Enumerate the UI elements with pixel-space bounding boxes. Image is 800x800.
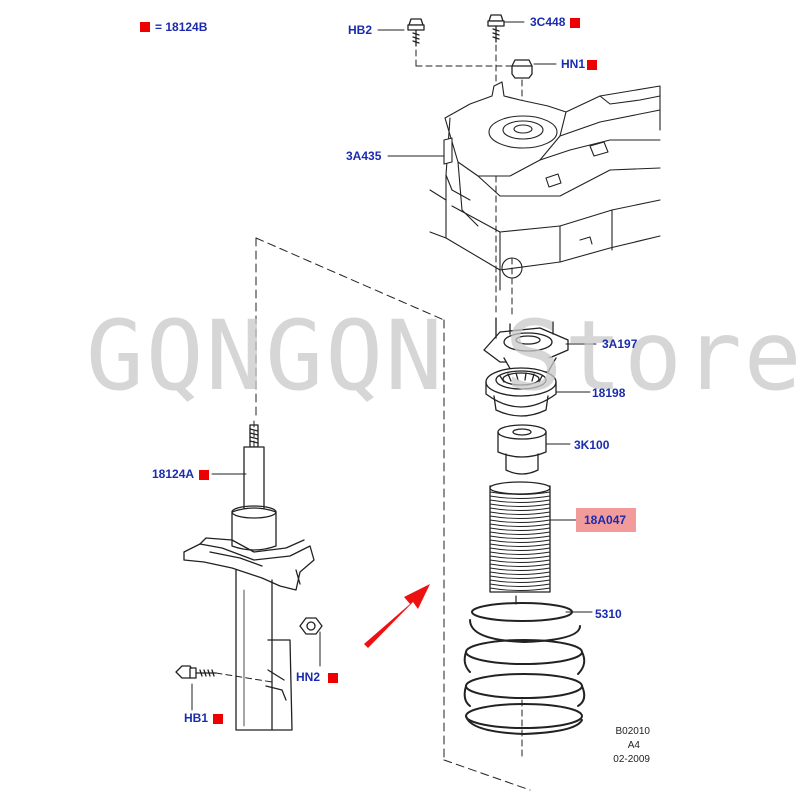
dust-boot-rib [489,551,551,555]
bump-stop-drawing [497,424,571,475]
part-marker-hb1 [213,714,223,724]
part-marker-3c448 [570,18,580,28]
part-label-hb1[interactable]: HB1 [184,711,209,725]
dust-boot-rib [489,543,551,547]
part-label-3c448[interactable]: 3C448 [530,15,566,29]
part-label-18a047[interactable]: 18A047 [584,513,627,527]
dust-boot-rib [489,519,551,523]
strut-tower-drawing [429,81,661,291]
part-label-3a197[interactable]: 3A197 [602,337,638,351]
part-label-3k100[interactable]: 3K100 [574,438,610,452]
part-label-hb2[interactable]: HB2 [348,23,373,37]
dust-boot-rib [489,559,551,563]
store-watermark: GQNGQN Store [86,300,800,412]
part-label-5310[interactable]: 5310 [595,607,622,621]
dust-boot-rib [489,523,551,527]
dust-boot-rib [489,495,551,499]
dust-boot-rib [489,539,551,543]
bolt-hb2-drawing [407,18,425,47]
bolt-hb1-drawing [175,665,273,711]
part-marker-18124a [199,470,209,480]
part-label-hn1[interactable]: HN1 [561,57,586,71]
dust-boot-rib [489,571,551,575]
part-label-hn2[interactable]: HN2 [296,670,321,684]
dust-boot-rib [489,527,551,531]
nut-hn1-drawing [511,59,533,79]
part-label-18124a[interactable]: 18124A [152,467,195,481]
dust-boot-rib [489,583,551,587]
direction-arrow [364,584,430,648]
dust-boot-rib [489,511,551,515]
legend-text: = 18124B [155,20,208,34]
legend-marker [140,22,150,32]
strut-assembly-drawing [183,424,315,731]
dust-boot-rib [489,531,551,535]
dust-boot-rib [489,515,551,519]
dust-boot-rib [489,555,551,559]
dust-boot-rib [489,507,551,511]
dust-boot-rib [489,567,551,571]
dust-boot-drawing [489,481,577,593]
bolt-3c448-drawing [487,14,505,43]
dust-boot-rib [489,491,551,495]
bearing-drawing [485,367,591,417]
dust-boot-rib [489,503,551,507]
top-mount-drawing [483,317,597,373]
nut-hn2-drawing [299,617,323,667]
part-marker-hn1 [587,60,597,70]
dust-boot-rib [489,563,551,567]
drawing-code: B02010 [615,726,650,737]
dust-boot-rib [489,587,551,591]
part-label-3a435[interactable]: 3A435 [346,149,382,163]
drawing-size: A4 [627,740,640,751]
selected-part-highlight [576,508,636,532]
part-marker-hn2 [328,673,338,683]
dust-boot-rib [489,575,551,579]
dust-boot-rib [489,579,551,583]
drawing-date: 02-2009 [613,754,650,765]
part-label-18198[interactable]: 18198 [592,386,626,400]
dust-boot-rib [489,547,551,551]
dust-boot-rib [489,535,551,539]
coil-spring-drawing [463,595,593,735]
dust-boot-rib [489,499,551,503]
